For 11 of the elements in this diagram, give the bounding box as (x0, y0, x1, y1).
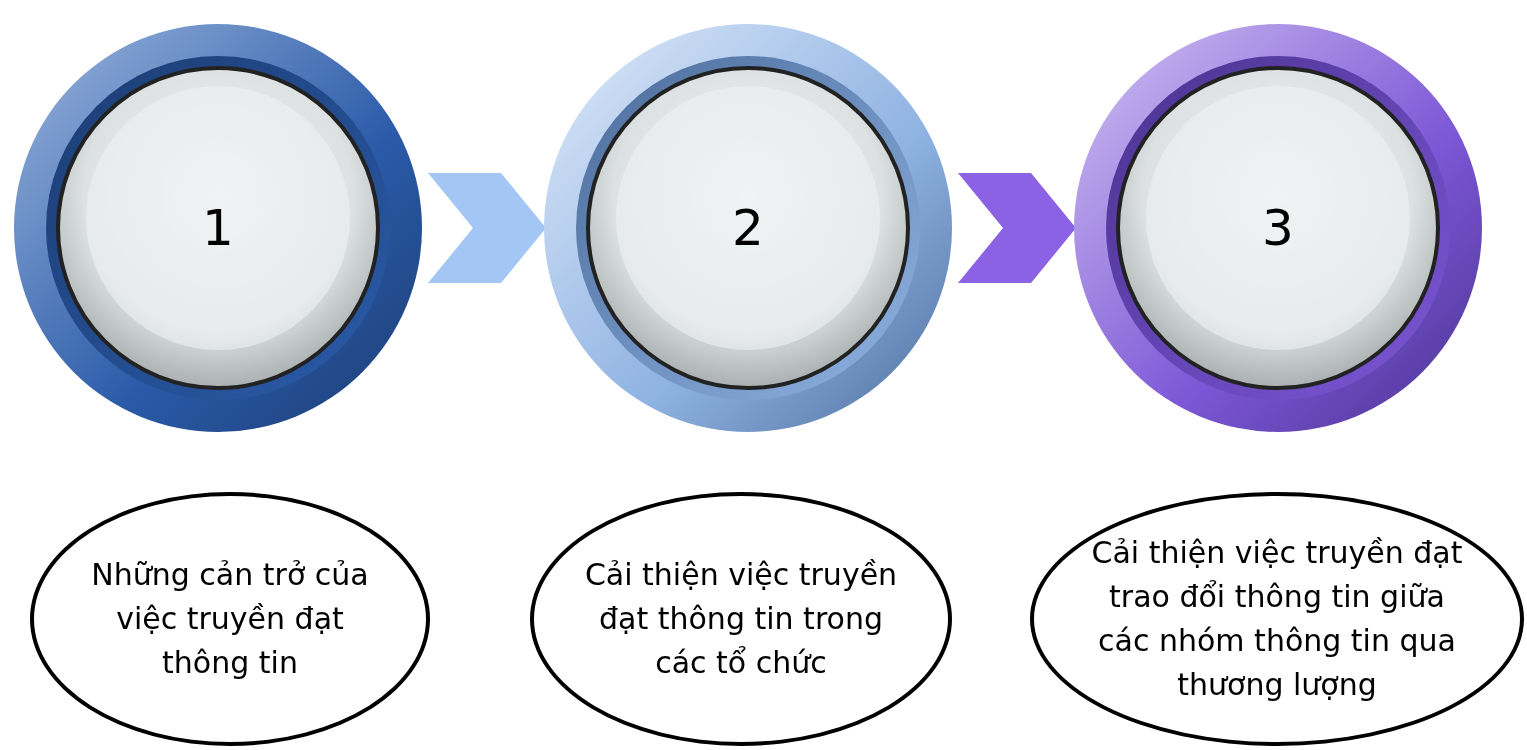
numbered-circle (542, 22, 954, 434)
step-number: 3 (1262, 203, 1294, 253)
step-description: Cải thiện việc truyền đạt thông tin trong các tổ chức (583, 556, 899, 682)
numbered-circle (1072, 22, 1484, 434)
step-description: Những cản trở của việc truyền đạt thông tin (90, 556, 370, 682)
numbered-circle (12, 22, 424, 434)
step-number: 2 (732, 203, 764, 253)
chevron-arrow (958, 173, 1076, 283)
step-number: 1 (202, 203, 234, 253)
chevron-arrow (428, 173, 546, 283)
step-description: Cải thiện việc truyền đạt trao đổi thông tin giữa các nhóm thông tin qua thương lượng (1090, 534, 1464, 704)
